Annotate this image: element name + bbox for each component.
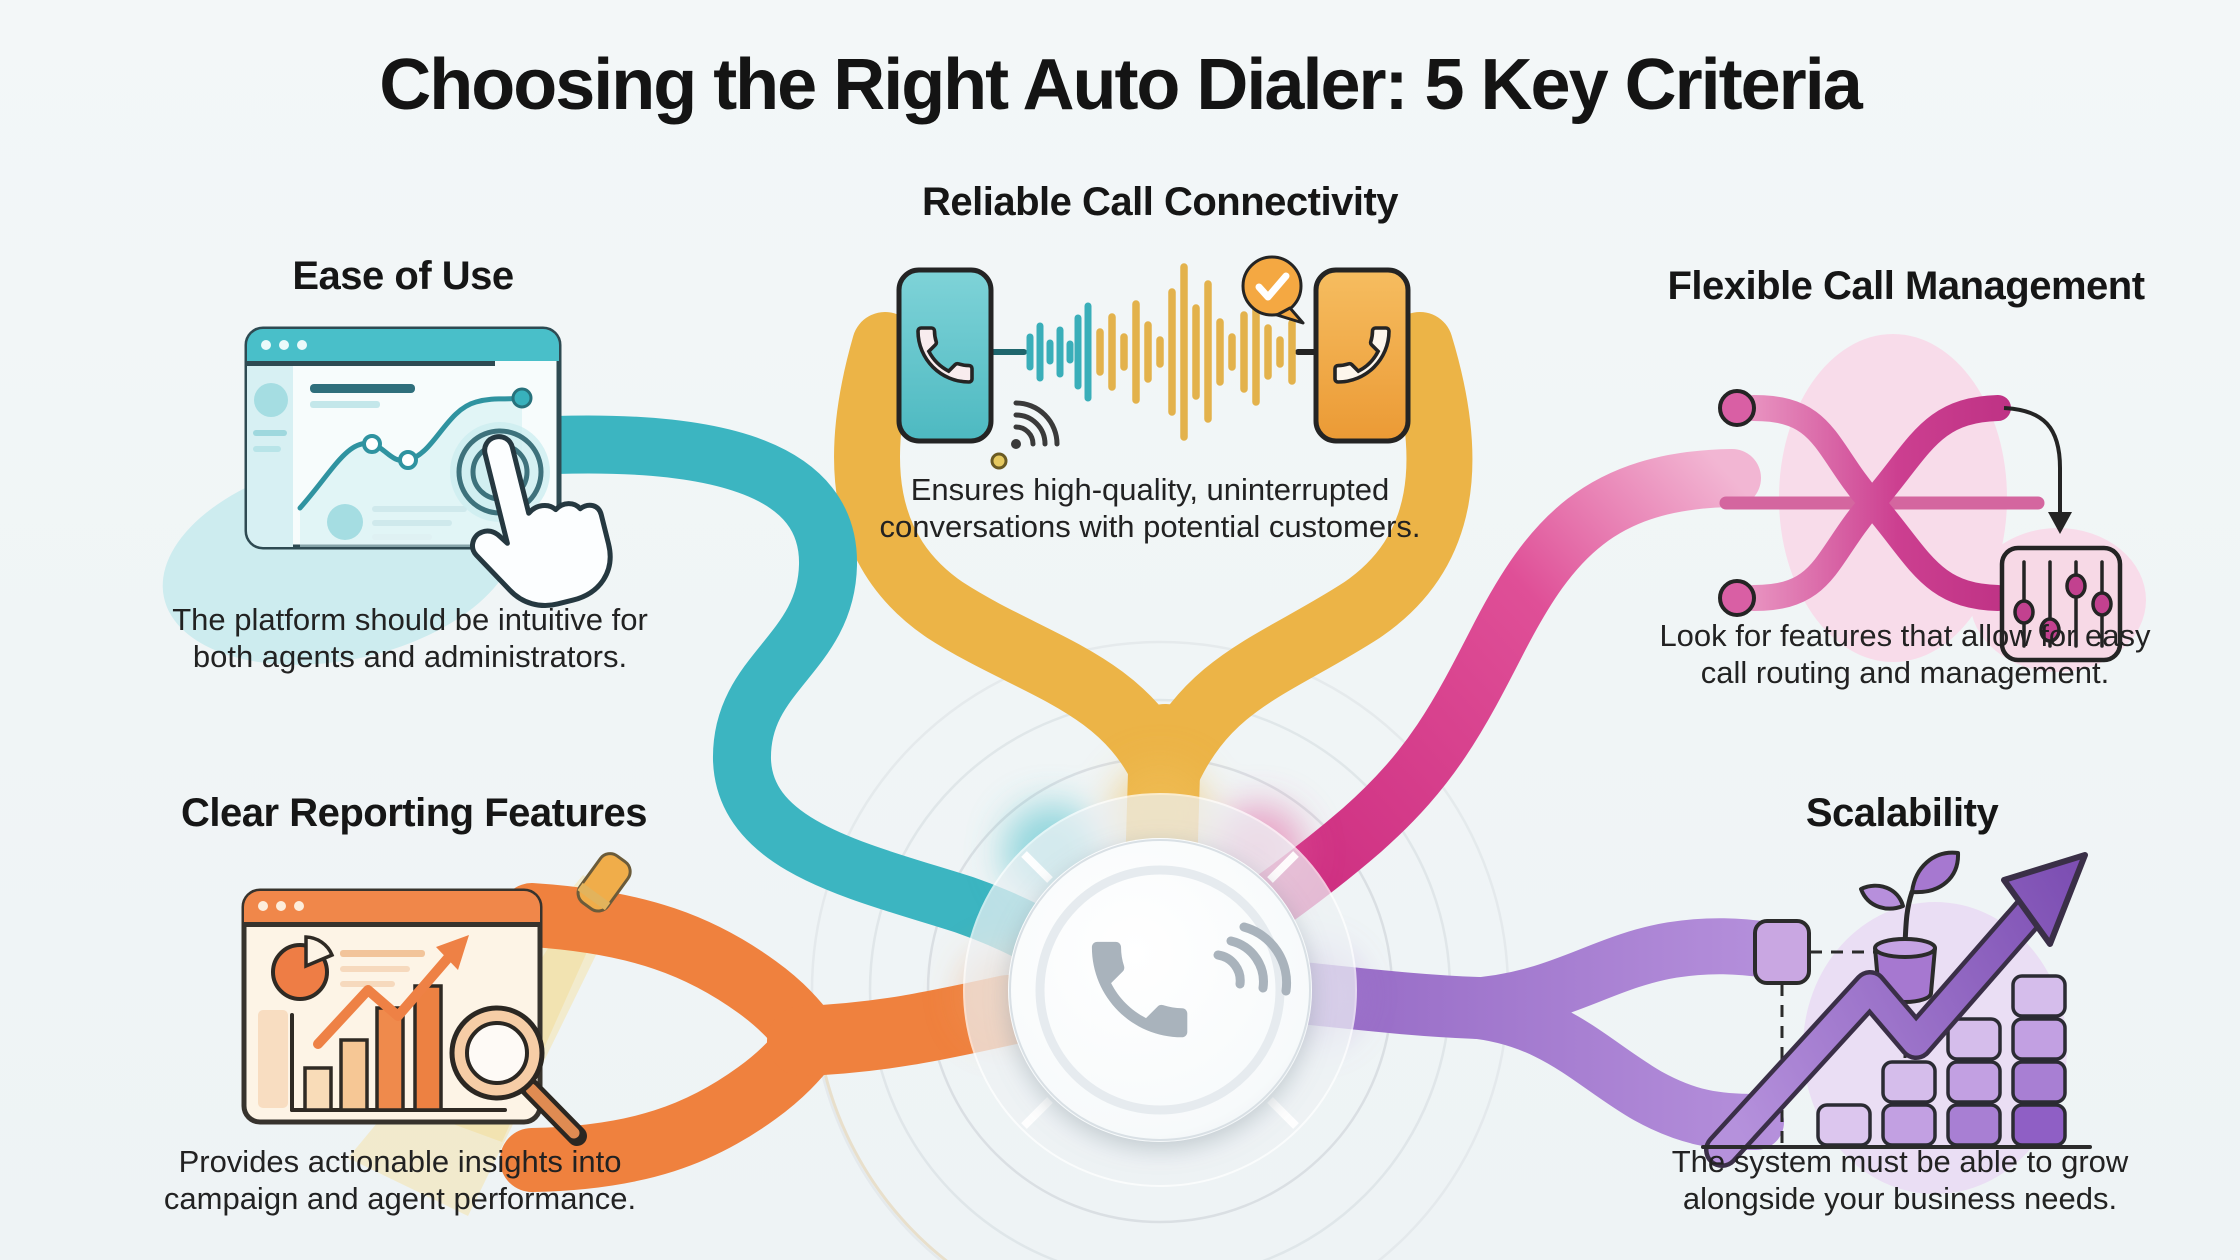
- pointer-arrow: [2003, 406, 2062, 518]
- call-connectivity-illustration: [896, 255, 1411, 470]
- magnifier-icon: [449, 1005, 587, 1146]
- ghost-bar: [258, 1010, 288, 1108]
- route-node: [1718, 579, 1756, 617]
- clear-reporting-illustration: [241, 852, 632, 1146]
- titlebar-rule: [244, 922, 540, 927]
- section-title-clear-reporting-features: Clear Reporting Features: [181, 791, 647, 835]
- purple-ribbon: [1261, 918, 1796, 1150]
- sliders-panel-icon: [1999, 545, 2123, 663]
- signal-dot: [990, 452, 1008, 470]
- text-line: [372, 520, 452, 526]
- text-line: [340, 966, 410, 972]
- orange-ribbon: [500, 883, 1043, 1192]
- browser-titlebar: [247, 329, 559, 361]
- growth-arrow-icon: [1704, 852, 2088, 1168]
- phone-right: [1313, 267, 1411, 444]
- trend-arrow: [313, 953, 453, 1049]
- phone-call-icon: [1091, 922, 1292, 1038]
- hub-disc-edge: [1009, 839, 1311, 1141]
- routing-cross-paths: [1741, 395, 2011, 611]
- window-dot: [261, 340, 271, 350]
- pointer-hand-icon: [470, 434, 613, 609]
- node-square: [1753, 919, 1811, 985]
- sidebar-line: [253, 446, 281, 452]
- window-dot: [297, 340, 307, 350]
- window-dot: [276, 901, 286, 911]
- section-title-flexible-call-management: Flexible Call Management: [1667, 264, 2145, 308]
- section-caption-flexible-call-management: Look for features that allow for easy ca…: [1659, 618, 2151, 690]
- avatar: [327, 504, 363, 540]
- text-line: [340, 981, 395, 987]
- chart-end-dot: [511, 387, 533, 409]
- phone-left: [896, 267, 994, 444]
- check-bubble-icon: [1241, 255, 1305, 325]
- section-caption-scalability: The system must be able to grow alongsid…: [1671, 1144, 2129, 1216]
- window-dot: [279, 340, 289, 350]
- central-hub: [962, 764, 1358, 1187]
- section-title-ease-of-use: Ease of Use: [292, 254, 514, 298]
- text-line: [372, 534, 432, 540]
- hub-disc: [1008, 838, 1312, 1142]
- ease-of-use-illustration: [244, 326, 613, 609]
- text-line: [372, 506, 467, 512]
- heading-line: [310, 384, 415, 393]
- pencil-icon: [576, 852, 632, 913]
- handset-icon: [916, 326, 974, 384]
- section-title-scalability: Scalability: [1805, 791, 1999, 835]
- hub-inner-ring: [1035, 865, 1285, 1115]
- wifi-icon: [990, 400, 1060, 470]
- window-dot: [294, 901, 304, 911]
- section-caption-ease-of-use: The platform should be intuitive for bot…: [172, 602, 648, 674]
- scalability-illustration: [1701, 850, 2092, 1168]
- growth-bars: [1816, 974, 2067, 1147]
- magenta-ribbon: [1221, 449, 1761, 945]
- chart-marker: [362, 434, 382, 454]
- section-caption-clear-reporting-features: Provides actionable insights into campai…: [163, 1144, 637, 1216]
- pointer-arrowhead: [2048, 512, 2072, 534]
- section-caption-reliable-call-connectivity: Ensures high-quality, uninterrupted conv…: [879, 472, 1421, 544]
- route-node: [1718, 389, 1756, 427]
- trend-arrowhead: [436, 935, 469, 970]
- call-management-illustration: [1718, 389, 2123, 663]
- report-titlebar: [244, 891, 540, 922]
- subheading-line: [310, 401, 380, 408]
- pie-wedge: [304, 935, 335, 969]
- handset-icon: [1333, 326, 1391, 384]
- titlebar-rule: [247, 361, 495, 366]
- section-title-reliable-call-connectivity: Reliable Call Connectivity: [921, 180, 1399, 224]
- bar-chart-icon: [303, 984, 443, 1112]
- window-dot: [258, 901, 268, 911]
- avatar: [254, 383, 288, 417]
- hub-notches: [1021, 851, 1299, 1129]
- soundwave-gold: [1096, 263, 1296, 441]
- page-title: Choosing the Right Auto Dialer: 5 Key Cr…: [379, 45, 1863, 125]
- text-line: [340, 950, 425, 957]
- chart-marker: [398, 450, 418, 470]
- sidebar-line: [253, 430, 287, 436]
- soundwave-teal: [1026, 302, 1092, 402]
